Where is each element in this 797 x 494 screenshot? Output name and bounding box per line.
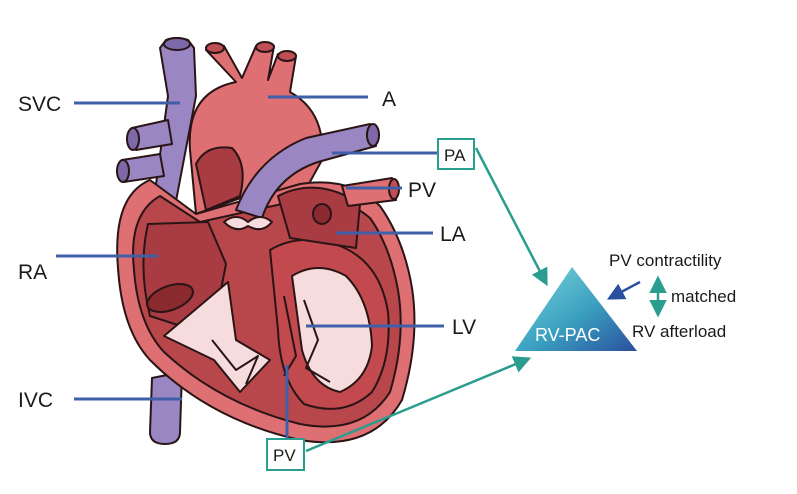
label-pa: PA [444,146,466,165]
pulmonary-veins-right [341,177,397,207]
matched-text: matched [671,287,736,306]
heart-illustration [116,37,416,445]
rvpac-label: RV-PAC [535,325,600,345]
label-pv-top: PV [408,179,436,202]
connector-pv-to-rvpac [305,356,532,453]
label-svc: SVC [18,93,61,116]
connector-pa-to-rvpac [474,147,548,287]
label-pv-bottom-box [266,438,305,471]
rv-afterload-text: RV afterload [632,322,726,341]
label-pa-box [437,138,475,170]
contractility-arrow [606,280,641,300]
label-la: LA [440,223,466,246]
svc-opening [163,37,191,51]
label-ra: RA [18,261,47,284]
label-pv-bottom: PV [273,446,296,465]
label-a: A [382,88,396,111]
label-ivc: IVC [18,389,53,412]
label-lines [56,95,444,438]
rvpac-triangle [515,267,637,351]
label-lv: LV [452,316,476,339]
pv-contractility-text: PV contractility [609,251,722,270]
inferior-vena-cava [149,371,183,445]
